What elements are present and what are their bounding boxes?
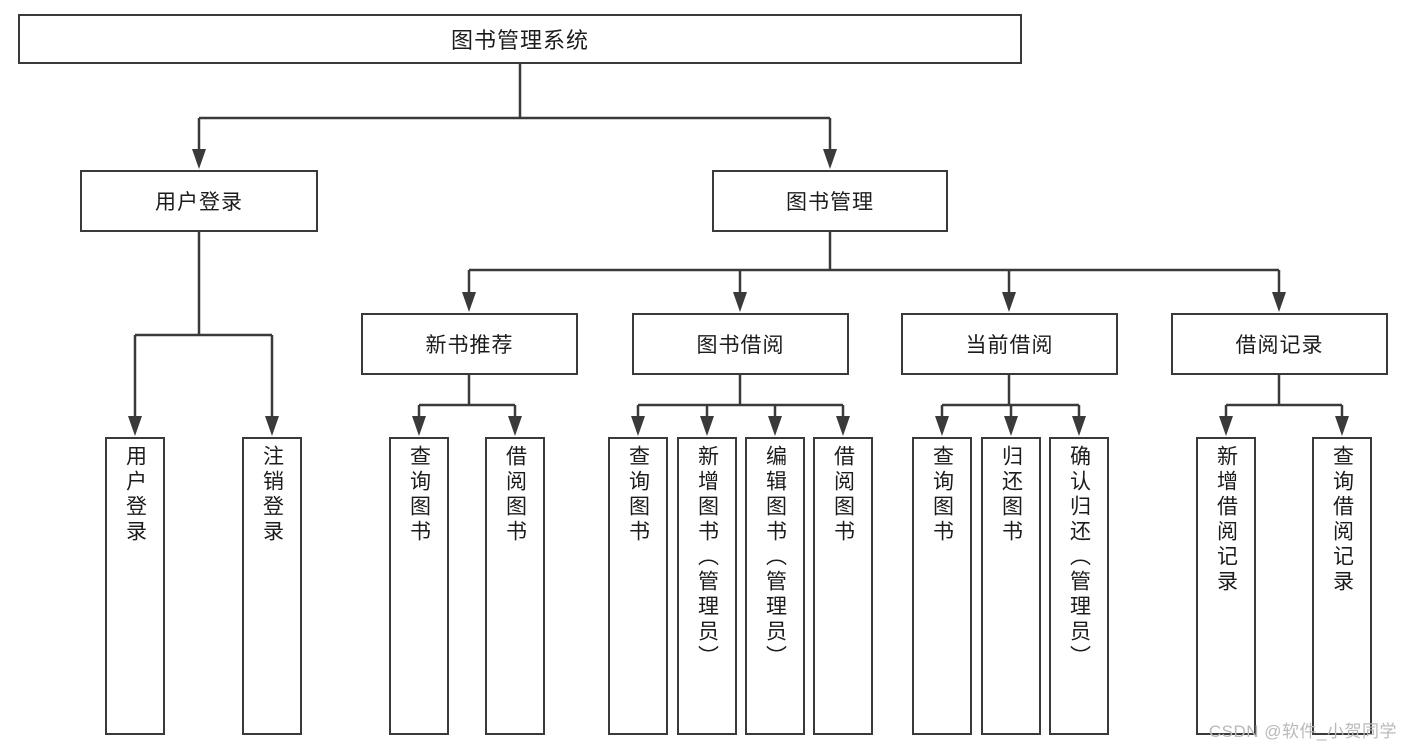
node-confirm-return[interactable]: 确认归还（管理员）	[1049, 437, 1109, 735]
node-user-login[interactable]: 用户登录	[80, 170, 318, 232]
node-label: 注销登录	[260, 445, 284, 545]
node-return-book[interactable]: 归还图书	[981, 437, 1041, 735]
node-label: 借阅图书	[503, 445, 527, 545]
node-label: 查询图书	[407, 445, 431, 545]
node-label: 归还图书	[999, 445, 1023, 545]
node-label: 图书管理	[786, 191, 874, 214]
node-add-borrow-record[interactable]: 新增借阅记录	[1196, 437, 1256, 735]
node-label: 确认归还（管理员）	[1067, 445, 1091, 670]
node-query-book-2[interactable]: 查询图书	[608, 437, 668, 735]
node-add-book[interactable]: 新增图书（管理员）	[677, 437, 737, 735]
node-borrow-record[interactable]: 借阅记录	[1171, 313, 1388, 375]
node-label: 查询借阅记录	[1330, 445, 1354, 595]
node-query-borrow-record[interactable]: 查询借阅记录	[1312, 437, 1372, 735]
node-label: 新增借阅记录	[1214, 445, 1238, 595]
node-borrow-book-2[interactable]: 借阅图书	[813, 437, 873, 735]
node-current-borrow[interactable]: 当前借阅	[901, 313, 1118, 375]
node-label: 用户登录	[123, 445, 147, 545]
node-label: 查询图书	[626, 445, 650, 545]
node-label: 查询图书	[930, 445, 954, 545]
node-query-book-1[interactable]: 查询图书	[389, 437, 449, 735]
node-label: 图书管理系统	[450, 28, 589, 53]
node-user-login-do[interactable]: 用户登录	[105, 437, 165, 735]
node-edit-book[interactable]: 编辑图书（管理员）	[745, 437, 805, 735]
node-root[interactable]: 图书管理系统	[18, 14, 1022, 64]
node-label: 借阅记录	[1235, 334, 1324, 357]
node-label: 借阅图书	[831, 445, 855, 545]
node-borrow-book-1[interactable]: 借阅图书	[485, 437, 545, 735]
node-label: 图书借阅	[696, 334, 785, 357]
node-query-book-3[interactable]: 查询图书	[912, 437, 972, 735]
node-label: 用户登录	[155, 191, 243, 214]
node-label: 编辑图书（管理员）	[763, 445, 787, 670]
node-label: 新增图书（管理员）	[695, 445, 719, 670]
node-label: 当前借阅	[965, 334, 1054, 357]
node-label: 新书推荐	[425, 334, 514, 357]
node-book-borrow[interactable]: 图书借阅	[632, 313, 849, 375]
node-user-logout[interactable]: 注销登录	[242, 437, 302, 735]
csdn-watermark: CSDN @软件_小贺同学	[1208, 722, 1397, 741]
node-new-book-recommend[interactable]: 新书推荐	[361, 313, 578, 375]
node-book-manage[interactable]: 图书管理	[712, 170, 948, 232]
